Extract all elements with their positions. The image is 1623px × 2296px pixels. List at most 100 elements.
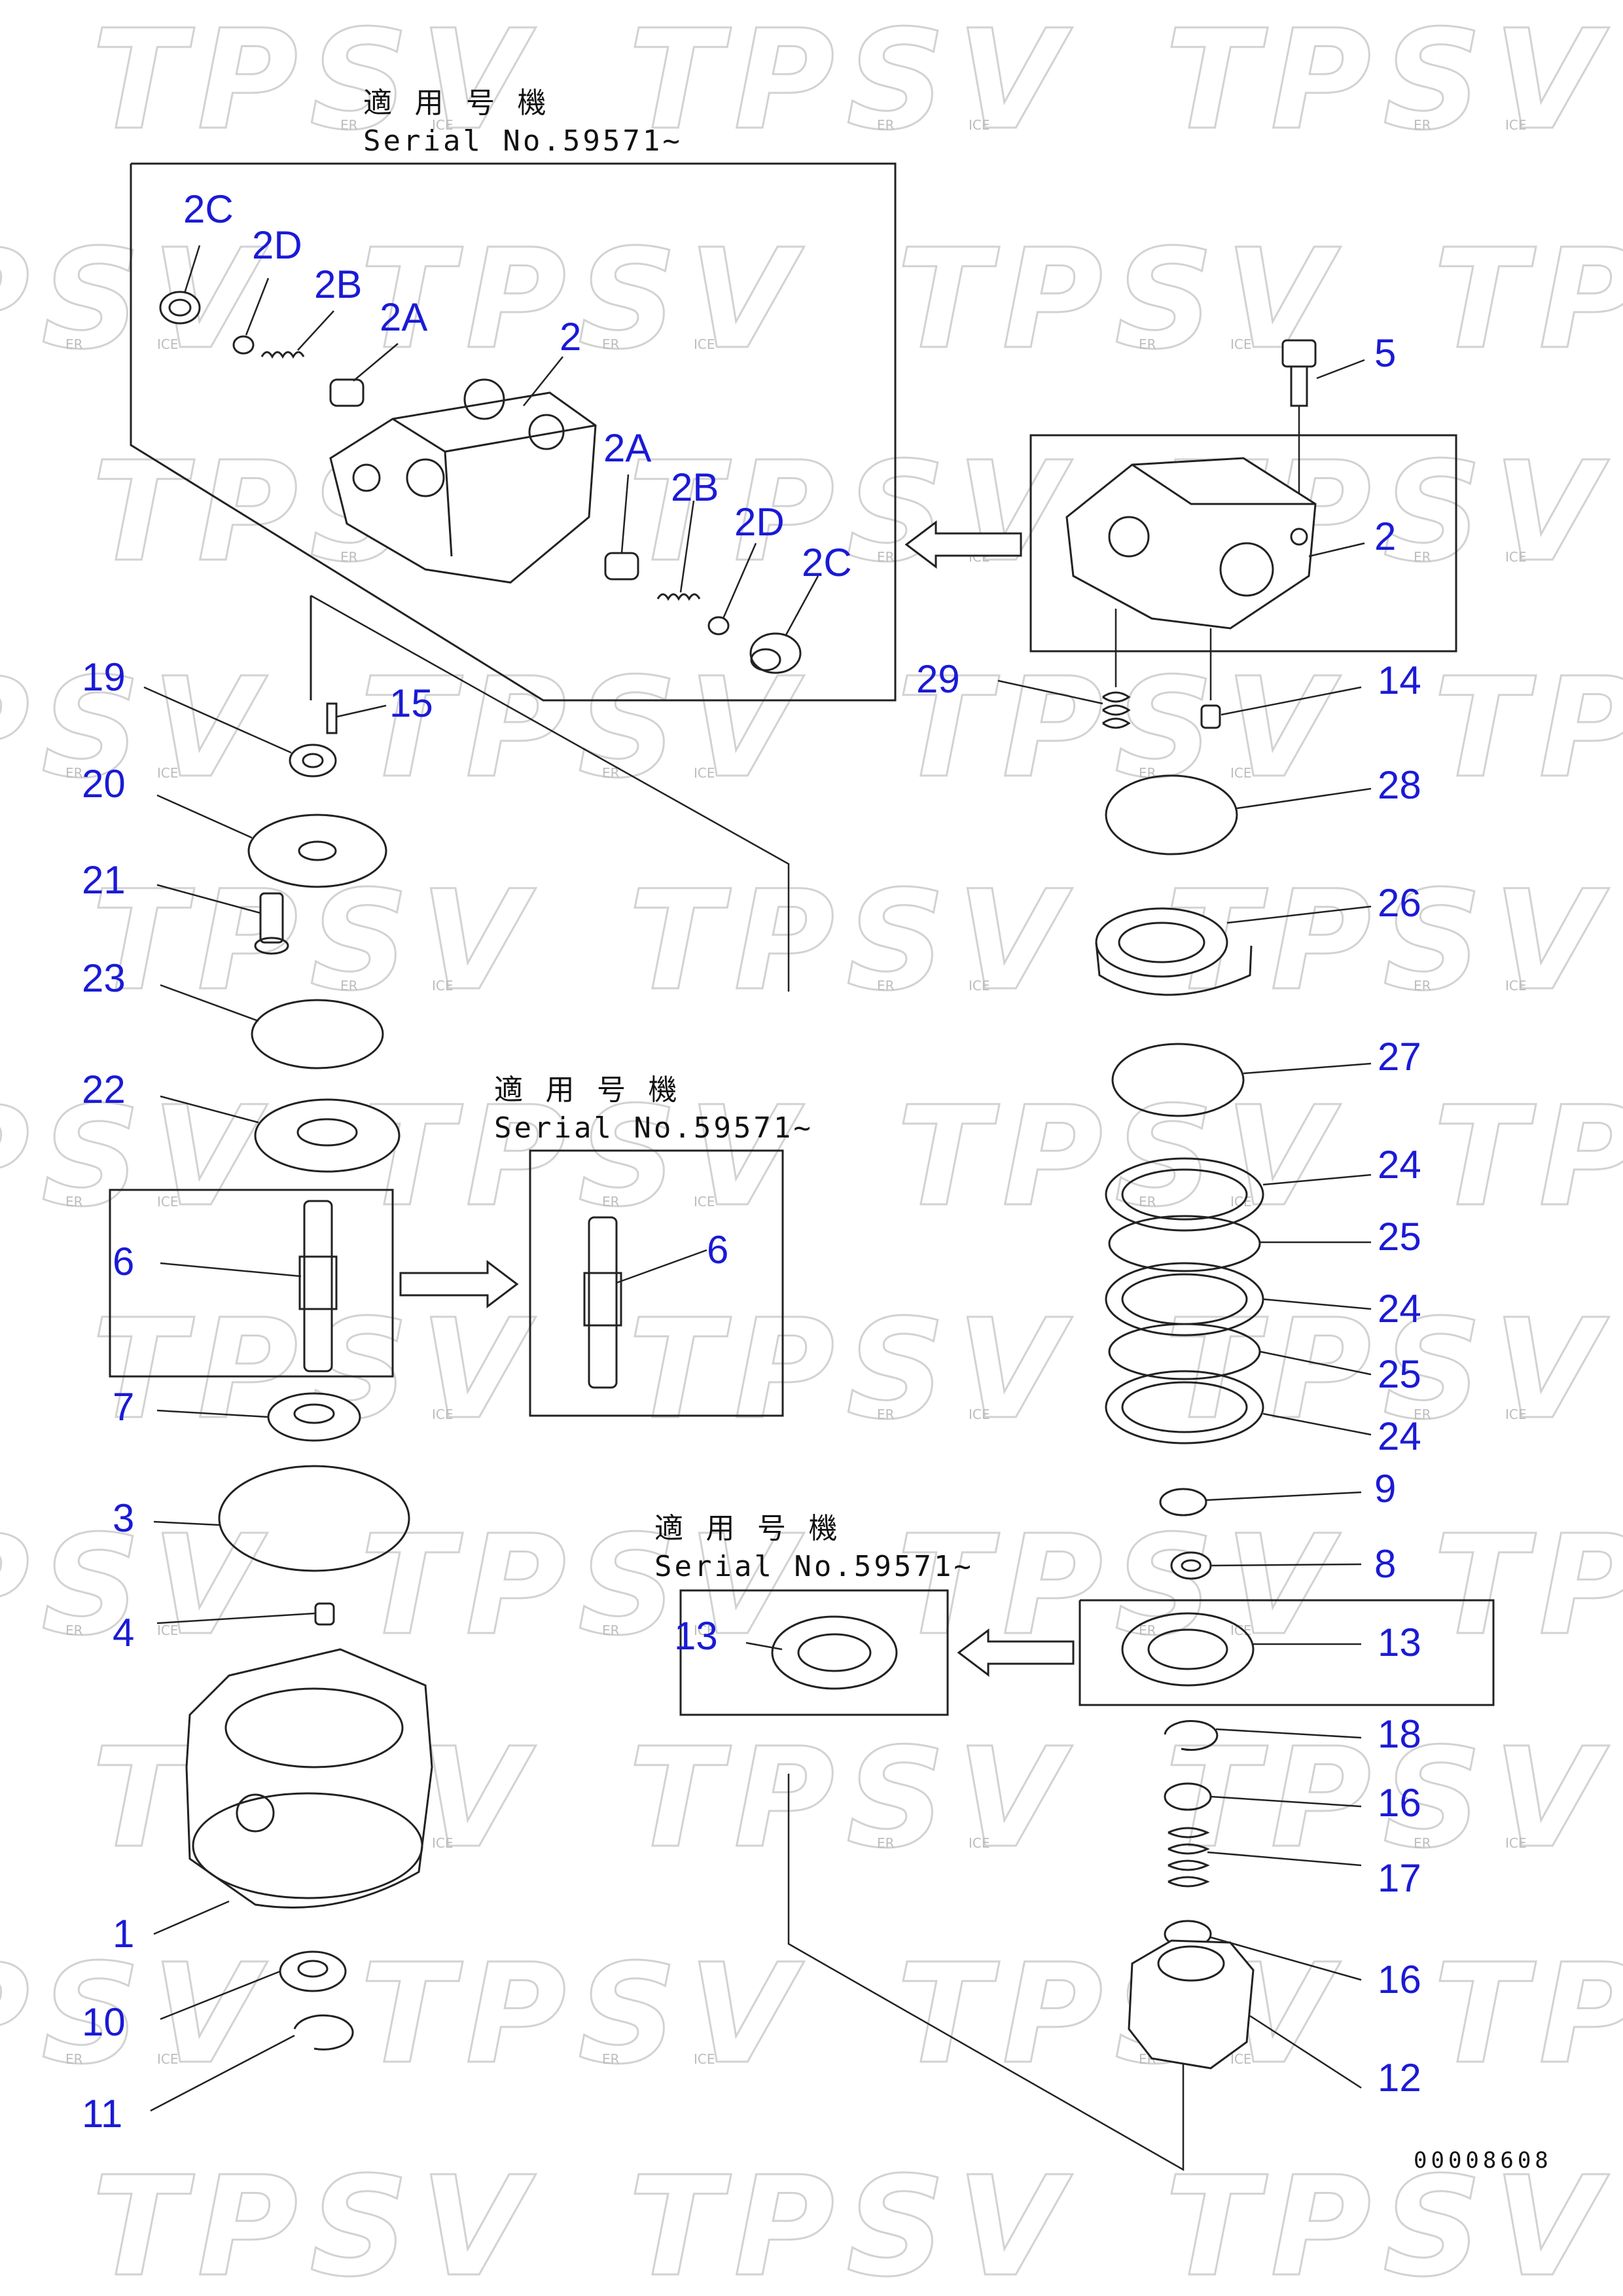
label-18: 18 (1378, 1712, 1421, 1756)
watermark-sub-left: ER (1414, 978, 1431, 994)
watermark-sub-left: ER (340, 549, 358, 565)
watermark-text: TPSV (1433, 219, 1623, 380)
watermark-text: TPSV (897, 1505, 1344, 1666)
watermark-text: TPSV (1433, 648, 1623, 808)
part-8-nut (1170, 1551, 1212, 1580)
part-9-snap-ring (1159, 1488, 1207, 1516)
part-5-bolt (1281, 339, 1317, 407)
watermark-row-4: TPSV TPSV TPSV TPSV (0, 647, 1623, 810)
watermark-row-5: TPSV TPSV TPSV (91, 860, 1601, 1022)
watermark-text: TPSV (1433, 1077, 1623, 1237)
watermark-row-10: TPSV TPSV TPSV TPSV (0, 1933, 1623, 2096)
watermark-text: TPSV (92, 0, 539, 160)
label-2b: 2B (314, 262, 362, 306)
watermark-sub-left: ER (65, 1194, 83, 1210)
detail-box-valve-body-right (1029, 434, 1457, 653)
detail-box-shaft-right (529, 1149, 784, 1417)
part-14-pin (1200, 704, 1221, 729)
watermark-text: TPSV (0, 648, 270, 808)
watermark-text: TPSV (628, 2147, 1075, 2296)
serial-note-middle: 適 用 号 機 Serial No.59571~ (494, 1073, 813, 1145)
label-27: 27 (1378, 1035, 1421, 1079)
watermark-text: TPSV (1165, 1289, 1612, 1450)
part-27-oring (1111, 1043, 1245, 1117)
watermark-sub-right: ICE (694, 2051, 715, 2067)
watermark-text: TPSV (897, 1077, 1344, 1237)
watermark-text: TPSV (1165, 0, 1612, 160)
label-11: 11 (82, 2092, 122, 2136)
watermark-text: TPSV (628, 1718, 1075, 1878)
part-labels: 2C 2D 2B 2A 2 2A 2B 2D 2C 5 2 29 14 28 2… (82, 187, 1421, 2136)
part-2d-oring-right (707, 616, 730, 636)
label-13: 13 (674, 1614, 718, 1658)
arrow-valve-replacement (904, 520, 1022, 569)
label-25: 25 (1378, 1352, 1421, 1396)
watermark-sub-left: ER (340, 117, 358, 133)
label-3: 3 (113, 1496, 134, 1540)
label-2c: 2C (802, 541, 852, 584)
label-24: 24 (1378, 1287, 1421, 1331)
label-2: 2 (560, 315, 581, 359)
watermark-sub-right: ICE (969, 117, 990, 133)
part-2d-oring-left (232, 335, 255, 355)
leader-lines (143, 245, 1372, 2112)
watermark-text: TPSV (0, 1505, 270, 1666)
watermark-text: TPSV (628, 0, 1075, 160)
serial-note-lower: 適 用 号 機 Serial No.59571~ (654, 1512, 971, 1583)
part-11-snap-ring (293, 2014, 354, 2051)
watermark-text: TPSV (1433, 1934, 1623, 2094)
watermark-sub-right: ICE (1505, 1407, 1527, 1422)
label-2a: 2A (380, 295, 427, 339)
watermark-sub-left: ER (602, 1194, 620, 1210)
watermark-row-11: TPSV TPSV TPSV (91, 2146, 1601, 2296)
part-23-ring (251, 999, 384, 1069)
watermark-sub-left: ER (877, 978, 895, 994)
label-2: 2 (1374, 514, 1396, 558)
watermark-sub-right: ICE (1505, 117, 1527, 133)
label-21: 21 (82, 858, 126, 902)
detail-box-valve-assembly (130, 162, 897, 702)
watermark-sub-right: ICE (969, 1407, 990, 1422)
watermark-sub-right: ICE (1230, 2051, 1252, 2067)
part-2-valve-body-right (1065, 457, 1317, 630)
label-15: 15 (389, 681, 433, 725)
watermark-sub-right: ICE (1230, 765, 1252, 781)
watermark-sub-left: ER (602, 1623, 620, 1638)
serial-note-top: 適 用 号 機 Serial No.59571~ (363, 86, 680, 158)
label-16: 16 (1378, 1958, 1421, 2001)
serial-note-line1: 適 用 号 機 (363, 86, 548, 120)
watermark-row-2: TPSV TPSV TPSV TPSV (0, 219, 1623, 381)
label-24: 24 (1378, 1143, 1421, 1187)
detail-box-shaft-left (109, 1189, 394, 1378)
drawing-code: 00008608 (1414, 2147, 1552, 2174)
label-6: 6 (113, 1240, 134, 1283)
watermark-text: TPSV (0, 1077, 270, 1237)
label-2b: 2B (671, 465, 719, 509)
label-19: 19 (82, 655, 126, 699)
watermark-sub-left: ER (877, 1407, 895, 1422)
part-6-shaft-alt (583, 1216, 622, 1389)
watermark-sub-right: ICE (694, 765, 715, 781)
watermark-text: TPSV (0, 219, 270, 380)
serial-note-line2: Serial No.59571~ (494, 1111, 813, 1145)
part-17-spring (1168, 1827, 1210, 1888)
watermark-sub-right: ICE (157, 2051, 179, 2067)
part-28-oring (1105, 774, 1238, 855)
part-2-valve-body (329, 378, 597, 584)
label-2d: 2D (734, 500, 785, 544)
label-4: 4 (113, 1611, 134, 1655)
watermark-sub-right: ICE (1505, 978, 1527, 994)
watermark-sub-left: ER (1139, 1623, 1156, 1638)
label-2a: 2A (603, 426, 651, 470)
label-25: 25 (1378, 1215, 1421, 1259)
watermark-sub-left: ER (65, 765, 83, 781)
watermark-sub-left: ER (602, 336, 620, 352)
label-12: 12 (1378, 2056, 1421, 2100)
watermark-text: TPSV (0, 1934, 270, 2094)
watermark-row-1: TPSV TPSV TPSV (91, 0, 1612, 162)
label-13: 13 (1378, 1621, 1421, 1664)
part-13-valve-plate (1121, 1612, 1255, 1687)
part-29-spring (1102, 691, 1131, 729)
